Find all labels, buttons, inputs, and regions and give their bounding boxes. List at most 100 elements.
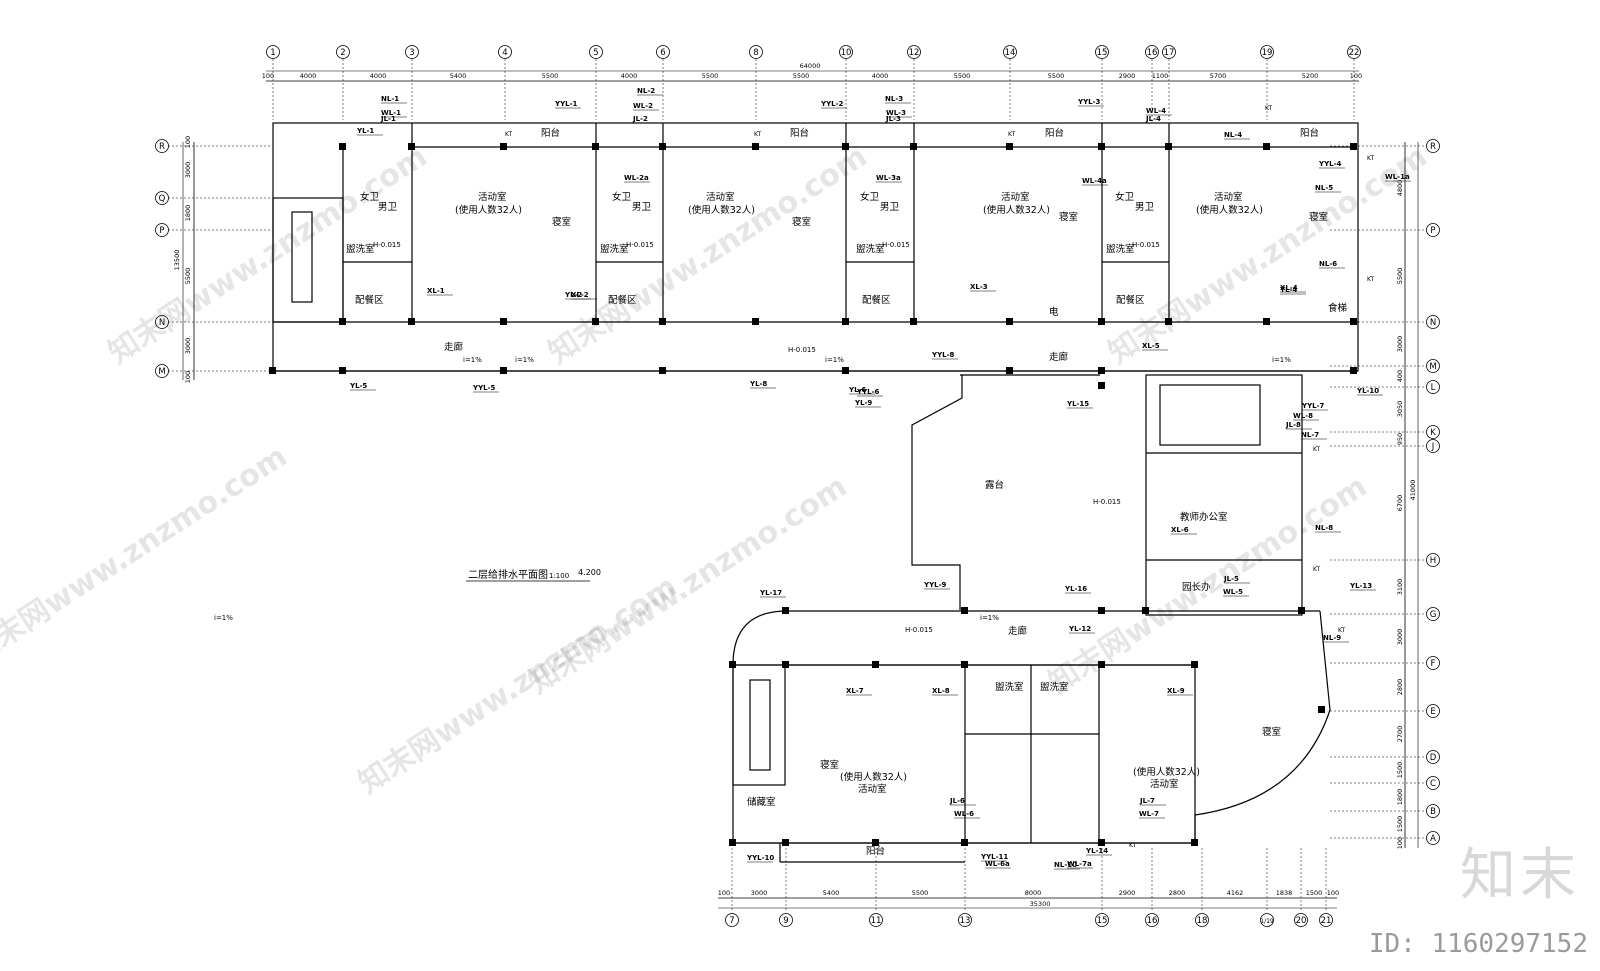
room-corridor-south: 走廊 [1008, 625, 1028, 637]
pipe-label-yl-13: YL-17 [759, 589, 782, 597]
dim-bottom-5: 2900 [1119, 889, 1136, 897]
room-terrace: 露台 [985, 479, 1004, 491]
grid-axis-top-17: 17 [1162, 45, 1176, 59]
grid-axis-left-M: M [155, 364, 169, 378]
dim-right-11: 1500 [1396, 762, 1404, 779]
grid-axis-top-8: 8 [749, 45, 763, 59]
room-capacity-5: (使用人数32人) [840, 771, 907, 783]
pipe-label-yl-7: YL-10 [1356, 387, 1379, 395]
pipe-label-xl-8: XL-9 [1167, 687, 1185, 695]
grid-axis-right-B-label: B [1430, 807, 1436, 817]
room-activity-5: 活动室 [858, 783, 887, 795]
room-male-wc-3: 男卫 [880, 202, 900, 213]
slope-1: i=1% [463, 356, 482, 364]
dim-top-14: 5200 [1302, 72, 1319, 80]
dim-right-10: 2700 [1396, 726, 1404, 743]
pipe-label-yyl-0: YYL-1 [554, 100, 578, 108]
pipe-label-yl-3: YL-5 [349, 382, 367, 390]
grid-axis-right-D: D [1426, 750, 1440, 764]
pipe-label-yyl-2: YYL-3 [1077, 98, 1101, 106]
room-wash-1: 盥洗室 [346, 243, 375, 255]
room-serving-3: 配餐区 [862, 294, 891, 306]
grid-axis-right-R-label: R [1430, 142, 1436, 152]
brand-logo: 知末 [1460, 843, 1580, 908]
dim-bottom-10: 100 [1327, 889, 1339, 897]
grid-axis-top-19-label: 19 [1262, 48, 1273, 58]
grid-axis-bottom-7: 1/19 [1260, 913, 1274, 927]
room-serving-1: 配餐区 [355, 294, 384, 306]
pipe-label-nl-2: NL-3 [885, 95, 903, 103]
dim-top-11: 2900 [1119, 72, 1136, 80]
kt-label-7: KT [1313, 566, 1320, 573]
dim-left-3: 5500 [184, 268, 192, 285]
grid-axis-right-R: R [1426, 139, 1440, 153]
dim-top-5: 4000 [621, 72, 638, 80]
pipe-label-yyl-8: YYL-9 [923, 581, 947, 589]
kt-label-0: KT [505, 131, 512, 138]
grid-axis-right-C-label: C [1430, 779, 1436, 789]
dim-top-6: 5500 [702, 72, 719, 80]
pipe-label-jl-6: JL-7 [1139, 797, 1155, 805]
grid-axis-bottom-4-label: 15 [1097, 916, 1108, 926]
room-balcony-2: 阳台 [790, 127, 809, 139]
pipe-label-wl-11: WL-4a [1082, 177, 1107, 185]
dim-right-6: 6700 [1396, 495, 1404, 512]
room-corridor-north-west: 走廊 [444, 341, 464, 353]
grid-axis-right-F-label: F [1431, 659, 1436, 669]
grid-axis-right-B: B [1426, 804, 1440, 818]
grid-axis-top-10: 10 [839, 45, 853, 59]
grid-axis-right-N: N [1426, 315, 1440, 329]
pipe-label-wl-5: WL-6 [954, 810, 974, 818]
room-balcony-3: 阳台 [1045, 127, 1064, 139]
room-female-wc-3: 女卫 [860, 191, 880, 203]
grid-axis-left-R-label: R [159, 142, 165, 152]
grid-axis-right-A: A [1426, 831, 1440, 845]
pipe-label-nl-7: NL-8 [1315, 524, 1333, 532]
grid-axis-right-L-label: L [1431, 383, 1436, 393]
room-wash-2: 盥洗室 [600, 243, 629, 255]
pipe-label-yl-11: YL-15 [1066, 400, 1089, 408]
grid-axis-bottom-0: 7 [725, 913, 739, 927]
pipe-label-jl-5: JL-6 [949, 797, 965, 805]
grid-axis-top-6: 6 [656, 45, 670, 59]
h-mark-2: H-0.015 [626, 241, 654, 249]
grid-axis-bottom-6-label: 18 [1197, 916, 1208, 926]
grid-axis-right-H: H [1426, 553, 1440, 567]
dim-top-2: 4000 [370, 72, 387, 80]
dim-right-1: 5500 [1396, 268, 1404, 285]
grid-axis-top-5-label: 5 [593, 48, 598, 58]
dim-bottom-0: 100 [718, 889, 730, 897]
grid-axis-bottom-2-label: 11 [871, 916, 882, 926]
pipe-label-nl-5: NL-6 [1319, 260, 1337, 268]
pipe-label-wl-2: WL-3 [886, 109, 906, 117]
dim-right-5: 950 [1396, 433, 1404, 445]
pipe-label-wl-13: WL-7a [1067, 860, 1092, 868]
room-sleeping-6: 寝室 [1262, 726, 1281, 738]
grid-axis-bottom-9-label: 21 [1321, 916, 1332, 926]
pipe-label-yl-1: YL-2 [564, 291, 582, 299]
grid-axis-top-2: 2 [336, 45, 350, 59]
grid-axis-bottom-3: 13 [958, 913, 972, 927]
room-wash-4: 盥洗室 [1106, 243, 1135, 255]
dim-top-10: 5500 [1048, 72, 1065, 80]
grid-axis-bottom-7-label: 1/19 [1260, 918, 1274, 925]
kt-label-6: KT [1313, 446, 1320, 453]
room-capacity-1: (使用人数32人) [455, 204, 522, 216]
grid-axis-top-1: 1 [266, 45, 280, 59]
room-male-wc-1: 男卫 [378, 202, 398, 213]
pipe-label-yyl-10: YYL-11 [980, 853, 1008, 861]
grid-axis-left-R: R [155, 139, 169, 153]
pipe-label-wl-4: WL-5 [1223, 588, 1243, 596]
level-marks: H-0.015 H-0.015 H-0.015 H-0.015 H-0.015 … [214, 241, 1291, 634]
grid-axis-top-3: 3 [405, 45, 419, 59]
pipe-label-nl-3: NL-4 [1224, 131, 1242, 139]
pipe-label-yl-6: YL-9 [854, 399, 872, 407]
h-mark-7: H-0.015 [905, 626, 933, 634]
pipe-label-xl-5: XL-6 [1171, 526, 1189, 534]
room-activity-2: 活动室 [706, 191, 735, 203]
drawing-elevation: 4.200 [578, 568, 601, 577]
grid-axis-bottom-8: 20 [1294, 913, 1308, 927]
pipe-label-wl-0: WL-1 [381, 109, 401, 117]
